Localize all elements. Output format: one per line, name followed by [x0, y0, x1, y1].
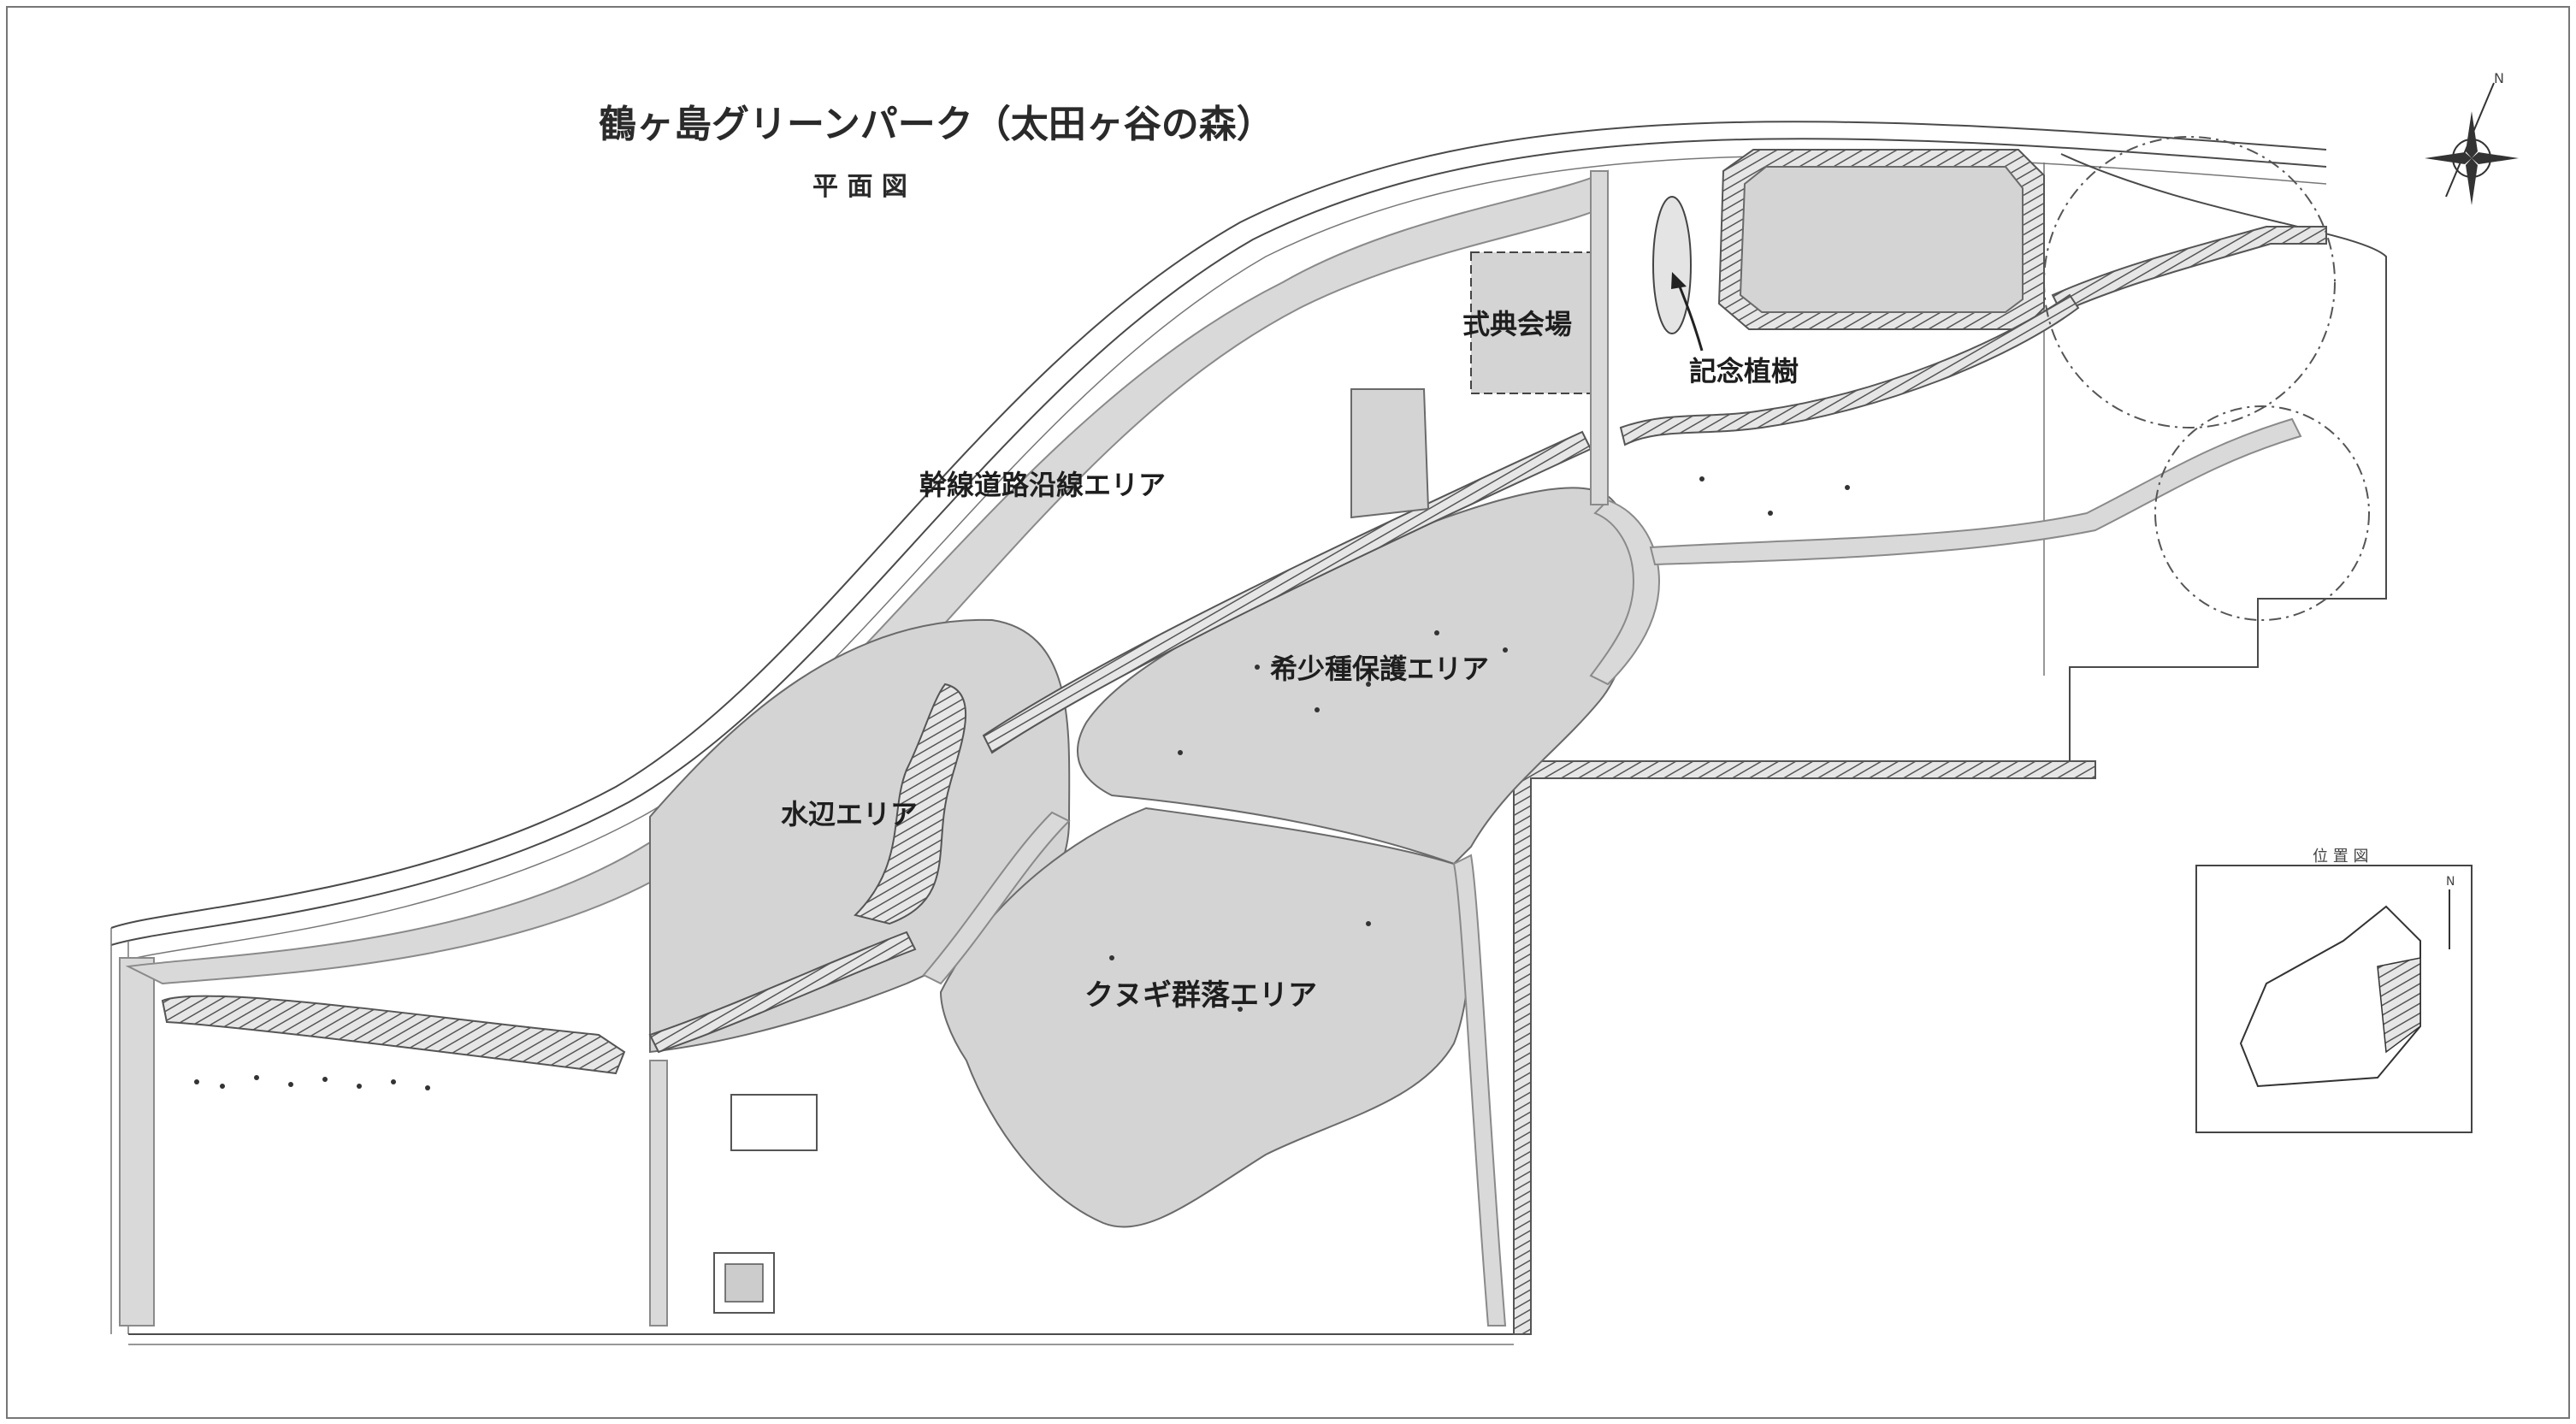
- square-monument-inner: [724, 1263, 764, 1303]
- label-rare-species-area: 希少種保護エリア: [1270, 653, 1489, 685]
- label-ceremony-site: 式典会場: [1462, 308, 1572, 340]
- waterside-stream: [648, 931, 917, 1054]
- label-trunk-road-area: 幹線道路沿線エリア: [919, 469, 1166, 501]
- east-stream: [2051, 226, 2327, 314]
- east-boundary: [1513, 153, 2387, 1335]
- inset-location-map: 位 置 図 N: [2195, 848, 2473, 1133]
- tree-dots: [194, 476, 1850, 1090]
- map-frame: [6, 6, 2570, 1419]
- east-circle-south: [2154, 405, 2370, 621]
- ceremony-site: [1470, 251, 1592, 394]
- label-kunugi-area: クヌギ群落エリア: [1084, 978, 1317, 1013]
- east-circle-north: [2043, 136, 2336, 428]
- label-waterside-area: 水辺エリア: [781, 798, 918, 830]
- square-monument: [713, 1252, 775, 1314]
- map-title: 鶴ヶ島グリーンパーク（太田ヶ谷の森）: [599, 103, 1274, 146]
- compass-rose: N: [2425, 70, 2519, 205]
- south-stream: [1619, 293, 2080, 446]
- label-memorial-planting: 記念植樹: [1689, 355, 1799, 387]
- inset-north-label: N: [2446, 875, 2455, 889]
- park-paths: [649, 170, 2302, 1327]
- west-road: [110, 928, 155, 1334]
- waterside-channel: [854, 682, 967, 925]
- small-pond: [1350, 388, 1430, 519]
- inset-title: 位 置 図: [2313, 848, 2368, 866]
- map-subtitle: 平 面 図: [812, 172, 907, 202]
- square-plaza: [730, 1094, 818, 1151]
- west-stream: [161, 995, 626, 1075]
- memorial-arrow: [1671, 272, 1704, 352]
- memorial-planting-site: [1652, 196, 1692, 334]
- kunugi-area: [939, 807, 1471, 1228]
- large-pond: [1739, 166, 2024, 313]
- compass-north-label: N: [2494, 70, 2504, 86]
